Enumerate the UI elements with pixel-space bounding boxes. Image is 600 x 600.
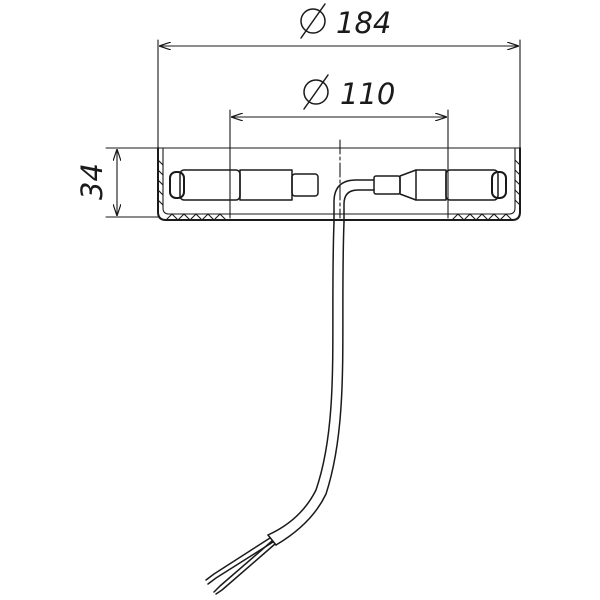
left-lamp-cap: [169, 171, 185, 199]
hatching-bottom-right: [451, 213, 513, 221]
right-lamp-holder: [373, 169, 507, 201]
height-value: 34: [75, 163, 109, 200]
outer-diameter-symbol-icon: [300, 3, 326, 39]
cable-right-edge: [275, 221, 345, 546]
height-dimension: 34: [75, 147, 159, 218]
right-lamp-socket: [415, 169, 447, 201]
housing: [157, 139, 521, 221]
inner-diameter-symbol-icon: [303, 74, 329, 110]
right-lamp-ferrule: [399, 169, 417, 201]
supply-cable: [267, 221, 345, 546]
hatching-right: [514, 159, 521, 206]
outer-diameter-value: 184: [336, 6, 391, 40]
internal-wire-outer: [333, 179, 375, 223]
internal-wire-inner: [343, 189, 375, 223]
left-lamp-holder: [169, 169, 319, 201]
wire-1: [205, 537, 271, 581]
inner-diameter-value: 110: [340, 77, 395, 111]
cable-left-edge: [267, 221, 335, 536]
left-lamp-connector: [291, 173, 319, 197]
left-lamp-socket: [239, 169, 293, 201]
internal-wire: [333, 179, 375, 223]
right-lamp-cap: [491, 171, 507, 199]
inner-diameter-dimension: 110: [229, 74, 449, 219]
cable-wires: [205, 537, 276, 595]
wire-2b: [215, 543, 276, 595]
wire-2: [213, 540, 273, 593]
right-lamp-connector: [373, 175, 401, 195]
housing-inner-wall: [162, 147, 516, 215]
hatching-bottom-left: [165, 213, 227, 221]
outer-diameter-dimension: 184: [157, 3, 521, 151]
housing-outer-wall: [157, 147, 521, 221]
right-lamp-body: [445, 169, 499, 201]
left-lamp-body: [179, 169, 241, 201]
wire-1b: [207, 541, 274, 585]
hatching-left: [157, 159, 164, 206]
